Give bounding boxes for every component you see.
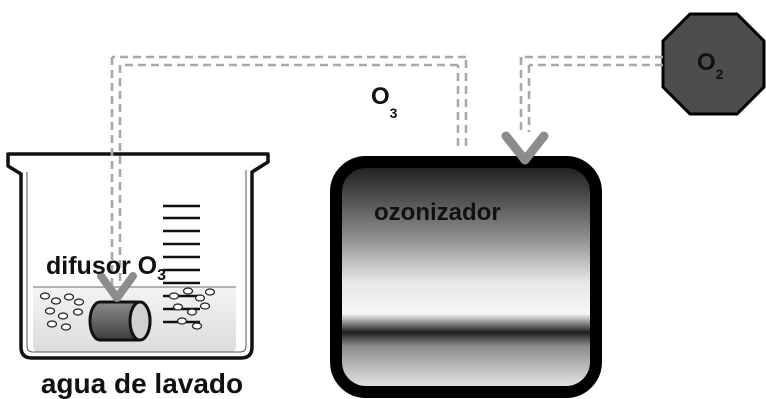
agua-de-lavado-label: agua de lavado <box>41 368 243 399</box>
difusor-subscript: 3 <box>157 267 166 284</box>
o2-symbol: O <box>697 49 716 76</box>
ozonizador-label: ozonizador <box>374 199 501 226</box>
difusor-label: difusor O3 <box>46 252 166 284</box>
chevron-down-icon <box>501 131 549 165</box>
ozonizer-box-icon <box>330 156 602 398</box>
o2-subscript: 2 <box>716 66 724 82</box>
ozone-bubbles <box>39 287 216 331</box>
difusor-text: difusor O <box>46 252 157 280</box>
o3-subscript: 3 <box>390 105 398 121</box>
o3-label: O3 <box>371 83 398 121</box>
o3-symbol: O <box>371 83 390 110</box>
gas-pipes <box>110 55 663 288</box>
diffuser-arrow-icon <box>97 272 137 302</box>
cylinder-diffuser-icon <box>88 300 152 342</box>
o2-label: O2 <box>697 49 724 82</box>
beaker-outline <box>6 152 270 360</box>
beaker-inner-wall <box>26 170 247 353</box>
beaker-icon <box>6 152 270 360</box>
ozonizer-body <box>330 156 602 398</box>
